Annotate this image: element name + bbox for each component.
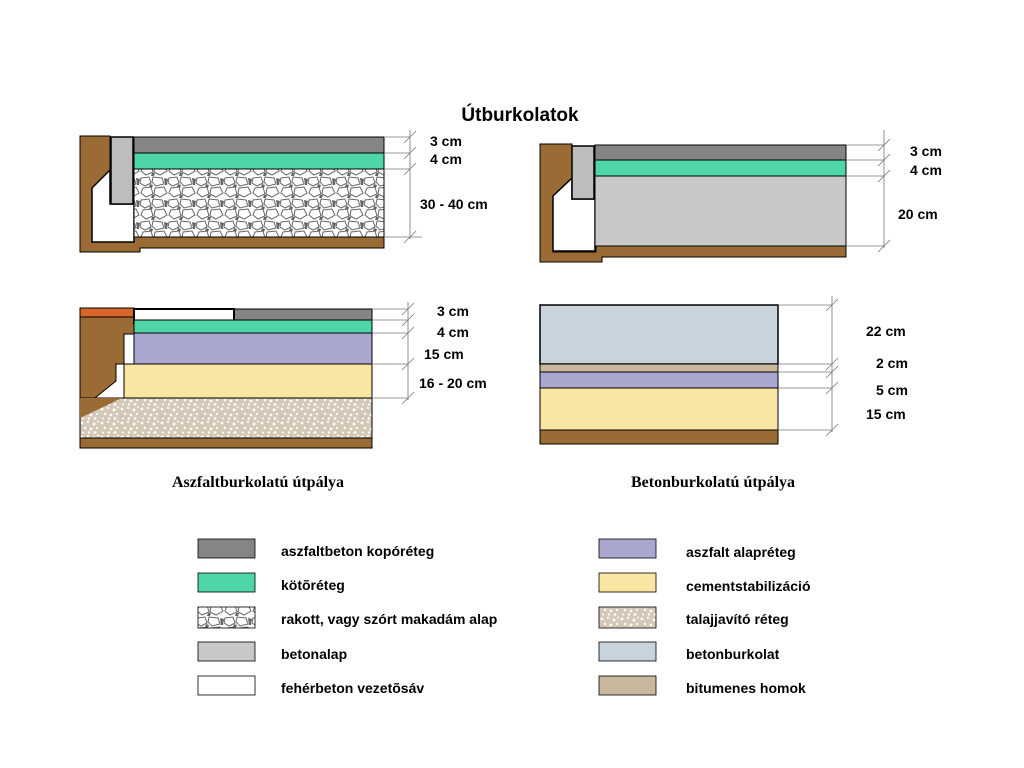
dim-label: 20 cm <box>898 206 938 222</box>
legend-swatch-macadam <box>197 606 256 629</box>
diagram-asphalt-macadam: 3 cm 4 cm 30 - 40 cm <box>79 130 488 253</box>
dim-label: 4 cm <box>437 324 469 340</box>
curb <box>110 136 134 205</box>
layer-bitumen-sand <box>539 363 779 373</box>
layer-soil-improve <box>79 397 373 439</box>
dim-label: 15 cm <box>424 346 464 362</box>
legend-label: fehérbeton vezetõsáv <box>281 680 424 696</box>
layer-cement-stab <box>123 363 373 399</box>
legend-label: rakott, vagy szórt makadám alap <box>281 611 497 627</box>
dim-label: 22 cm <box>866 323 906 339</box>
layer-binder <box>133 152 385 170</box>
legend-swatch-cement-stab <box>598 572 657 593</box>
edge-strip <box>79 307 135 318</box>
caption-concrete: Betonburkolatú útpálya <box>631 474 795 491</box>
dimension-lines <box>372 302 415 405</box>
legend-label: bitumenes homok <box>686 680 806 696</box>
layer-cement-stab <box>539 387 779 431</box>
layer-asphalt-base <box>539 371 779 389</box>
diagram-asphalt-stabilized: 3 cm 4 cm 15 cm 16 - 20 cm <box>79 302 487 449</box>
dim-label: 4 cm <box>430 151 462 167</box>
legend-label: betonburkolat <box>686 646 780 662</box>
legend-label: betonalap <box>281 646 347 662</box>
legend-swatch-bitumen-sand <box>598 675 657 696</box>
dimension-lines <box>778 296 839 437</box>
layer-binder <box>133 319 373 334</box>
legend-swatch-asphalt-base <box>598 538 657 559</box>
dim-label: 15 cm <box>866 406 906 422</box>
layer-asphalt-top <box>594 144 847 161</box>
legend-label: cementstabilizáció <box>686 578 811 594</box>
caption-asphalt: Aszfaltburkolatú útpálya <box>172 474 344 491</box>
dim-label: 30 - 40 cm <box>420 196 488 212</box>
dim-label: 2 cm <box>876 355 908 371</box>
diagram-asphalt-concrete: 3 cm 4 cm 20 cm <box>539 130 942 263</box>
dim-label: 4 cm <box>910 162 942 178</box>
layer-concrete-slab <box>539 304 779 365</box>
dim-label: 5 cm <box>876 382 908 398</box>
dimension-lines <box>846 130 891 253</box>
legend-label: aszfalt alapréteg <box>686 544 796 560</box>
layer-asphalt-top <box>133 136 385 154</box>
page-title: Útburkolatok <box>461 104 579 126</box>
legend: aszfaltbeton kopóréteg kötõréteg rakott,… <box>197 538 811 696</box>
layer-soil-bottom <box>79 437 373 449</box>
layer-soil-bottom <box>539 429 779 445</box>
legend-swatch-soil-improve <box>598 606 657 629</box>
layer-binder <box>594 159 847 177</box>
dimension-lines <box>384 130 422 244</box>
legend-label: aszfaltbeton kopóréteg <box>281 543 434 559</box>
legend-swatch-asphalt-top <box>197 538 256 559</box>
legend-swatch-white-concrete <box>197 675 256 696</box>
layer-concrete-base <box>594 175 847 247</box>
legend-label: kötõréteg <box>281 577 345 593</box>
legend-swatch-concrete-slab <box>598 641 657 662</box>
layer-asphalt-base <box>133 332 373 365</box>
diagram-concrete-pavement: 22 cm 2 cm 5 cm 15 cm <box>539 296 908 445</box>
curb-white-fill <box>91 168 135 243</box>
dim-label: 16 - 20 cm <box>419 375 487 391</box>
layer-macadam <box>133 168 385 238</box>
dim-label: 3 cm <box>430 133 462 149</box>
legend-swatch-concrete-base <box>197 641 256 662</box>
curb <box>571 145 595 200</box>
soil-wedge <box>80 398 122 418</box>
dim-label: 3 cm <box>437 303 469 319</box>
legend-label: talajjavító réteg <box>686 611 789 627</box>
legend-swatch-binder <box>197 572 256 593</box>
dim-label: 3 cm <box>910 143 942 159</box>
